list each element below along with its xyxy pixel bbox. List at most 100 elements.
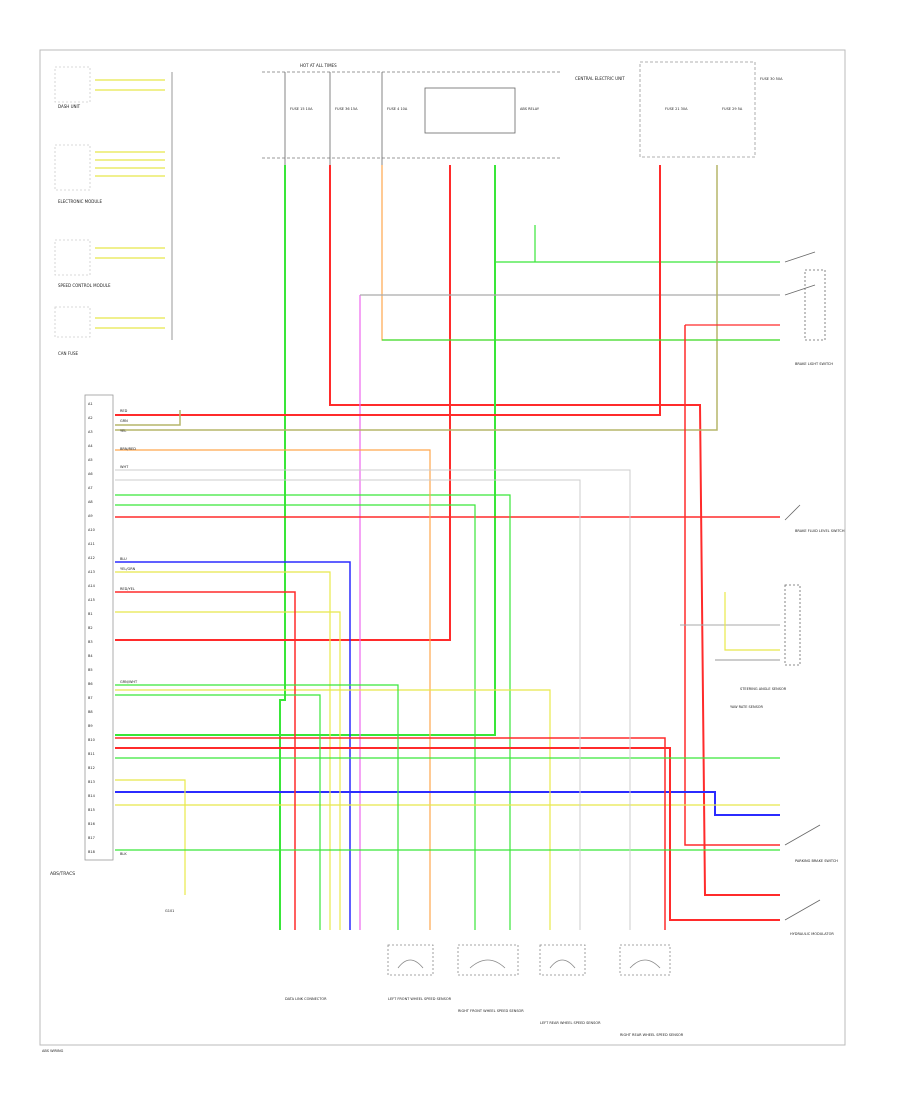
abs-ecu-pin-16: B1 — [88, 612, 93, 616]
abs-ecu-label: ABS/TRACS — [50, 871, 75, 877]
abs-ecu-pin-22: B7 — [88, 696, 93, 700]
wire-label-8: GRN/WHT — [120, 680, 138, 684]
abs-ecu-connector: ABS/TRACS — [50, 394, 114, 877]
abs-ecu-pin-26: B11 — [88, 752, 95, 756]
wire-green-a — [115, 494, 511, 930]
fuse-15-label: FUSE 15 10A — [290, 107, 313, 111]
wire-red-fuse36 — [329, 165, 780, 896]
wire-yellow-b — [115, 611, 341, 930]
wire-green-fuse15 — [279, 165, 286, 930]
abs-ecu-pin-19: B4 — [88, 654, 93, 658]
speed-control-label: SPEED CONTROL MODULE — [58, 283, 111, 288]
abs-ecu-pin-2: A2 — [88, 416, 93, 420]
abs-ecu-pin-7: A7 — [88, 486, 93, 490]
wire-red-fuse21 — [115, 165, 661, 416]
lf-sensor-coil — [397, 959, 424, 969]
wire-label-1: GRN — [120, 419, 128, 423]
wire-orange-a — [115, 449, 431, 930]
wire-orange-fuse4 — [381, 165, 780, 341]
abs-ecu-pin-4: A4 — [88, 444, 93, 448]
right-side-components — [784, 251, 826, 921]
abs-ecu-pin-13: A13 — [88, 570, 95, 574]
wire-red-b — [115, 737, 666, 930]
wire-olive-fuse29 — [115, 165, 718, 431]
wire-red-a — [115, 591, 296, 930]
can-fuse-box — [54, 306, 91, 338]
abs-ecu-pin-11: A11 — [88, 542, 95, 546]
wire-yellow-steering — [724, 592, 780, 651]
parking-brake-label: PARKING BRAKE SWITCH — [795, 859, 838, 863]
wire-yellow-a — [115, 571, 331, 930]
hot-at-all-times-label: HOT AT ALL TIMES — [300, 63, 337, 68]
abs-ecu-pin-21: B6 — [88, 682, 93, 686]
wire-blue-a — [115, 561, 351, 930]
abs-ecu-pin-24: B9 — [88, 724, 93, 728]
hydraulic-modulator-label: HYDRAULIC MODULATOR — [790, 932, 834, 936]
abs-ecu-pin-3: A3 — [88, 430, 93, 434]
abs-ecu-pin-28: B13 — [88, 780, 95, 784]
wire-label-3: BLU — [120, 557, 127, 561]
dash-unit-label: DASH UNIT — [58, 104, 81, 109]
diagram-footer: ABS WIRING — [42, 1049, 64, 1053]
abs-ecu-pin-1: A1 — [88, 402, 93, 406]
abs-ecu-pin-8: A8 — [88, 500, 93, 504]
wire-yellow-d — [115, 779, 186, 895]
abs-ecu-pin-12: A12 — [88, 556, 95, 560]
abs-ecu-pin-9: A9 — [88, 514, 93, 518]
abs-ecu-pin-33: B18 — [88, 850, 95, 854]
abs-ecu-pin-5: A5 — [88, 458, 93, 462]
can-fuse-label: CAN FUSE — [58, 351, 79, 356]
wire-green-switch — [495, 225, 780, 263]
abs-ecu-pin-18: B3 — [88, 640, 93, 644]
wire-label-0: RED — [120, 409, 128, 413]
wire-harness — [115, 165, 780, 930]
data-link-label: DATA LINK CONNECTOR — [285, 997, 327, 1001]
wire-label-group: RED GRN YEL BLU WHT BRN/RED YEL/GRN RED/… — [120, 409, 138, 856]
rr-sensor-box — [619, 944, 671, 976]
abs-ecu-pin-27: B12 — [88, 766, 95, 770]
fuse-4-label: FUSE 4 10A — [387, 107, 408, 111]
wire-green-d — [115, 694, 321, 930]
wire-yellow-c — [115, 689, 551, 930]
fuse-29-label: FUSE 29 5A — [722, 107, 743, 111]
abs-relay-box — [424, 87, 516, 134]
brake-switch-box — [804, 269, 826, 341]
steering-sensor-box — [784, 584, 801, 666]
abs-ecu-pin-30: B15 — [88, 808, 95, 812]
wire-label-7: RED/YEL — [120, 587, 135, 591]
wire-label-2: YEL — [120, 429, 126, 433]
central-electric-label: CENTRAL ELECTRIC UNIT — [575, 76, 625, 81]
speed-control-box — [54, 239, 91, 276]
rf-sensor-box — [457, 944, 519, 976]
central-electric-unit: HOT AT ALL TIMES CENTRAL ELECTRIC UNIT A… — [262, 61, 783, 165]
rf-sensor-coil — [469, 959, 506, 969]
fuse-block-box — [639, 61, 756, 158]
wire-label-6: YEL/GRN — [120, 567, 136, 571]
abs-ecu-pin-20: B5 — [88, 668, 93, 672]
fuse-36-label: FUSE 36 15A — [335, 107, 358, 111]
wire-gray-b — [115, 479, 581, 930]
wire-olive-pin — [115, 410, 181, 426]
lr-sensor-box — [539, 944, 586, 976]
wire-gray-a — [115, 469, 631, 930]
wire-green-c — [115, 684, 399, 930]
abs-ecu-pin-17: B2 — [88, 626, 93, 630]
wire-label-5: BRN/RED — [120, 447, 136, 451]
ground-label: G101 — [165, 909, 174, 913]
abs-ecu-pin-6: A6 — [88, 472, 93, 476]
rr-wheel-sensor-label: RIGHT REAR WHEEL SPEED SENSOR — [620, 1033, 684, 1037]
parking-brake-contact — [784, 824, 821, 846]
wire-green-relay — [115, 165, 496, 736]
diagram-frame — [39, 49, 846, 1046]
dash-unit-box — [54, 66, 91, 103]
brake-light-switch-label: BRAKE LIGHT SWITCH — [795, 362, 833, 366]
abs-ecu-pin-25: B10 — [88, 738, 95, 742]
brake-switch-contact-a — [784, 251, 816, 263]
abs-ecu-pin-labels: A1A2A3A4A5A6A7A8A9A10A11A12A13A14A15B1B2… — [88, 402, 96, 854]
lf-wheel-sensor-label: LEFT FRONT WHEEL SPEED SENSOR — [388, 997, 452, 1001]
abs-ecu-pin-10: A10 — [88, 528, 95, 532]
wheel-sensors — [387, 944, 671, 976]
wire-red-loop — [684, 325, 780, 846]
fluid-level-contact — [784, 899, 821, 921]
